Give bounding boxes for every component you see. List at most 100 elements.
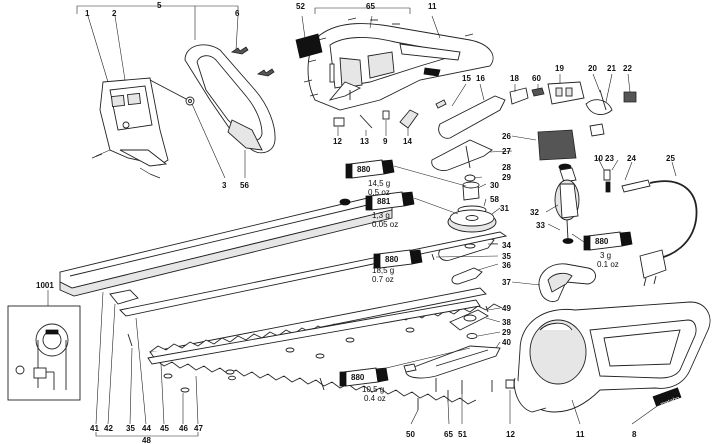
detail-box-1001 [7,305,81,401]
tube-4-qty-metric: 3 g [600,251,611,260]
label-27: 27 [502,147,511,156]
washer-29b [466,333,478,339]
label-31: 31 [500,204,509,213]
bearing-bracket-27 [431,139,493,171]
label-18: 18 [510,74,519,83]
label-32: 32 [530,208,539,217]
pin-9 [382,110,390,120]
label-29-low: 29 [502,328,511,337]
rating-label [295,33,323,59]
label-8: 8 [632,430,637,439]
switch-block-12b [505,379,515,389]
label-25: 25 [666,154,675,163]
label-65-top: 65 [366,2,375,11]
label-19: 19 [555,64,564,73]
tube-4-qty-imperial: 0.1 oz [597,260,619,269]
blade-nuts [127,327,415,393]
gear-housing-40 [403,345,501,379]
housing-half [307,23,494,111]
label-29-top: 29 [502,173,511,182]
grease-tube-2 [365,191,415,211]
label-22: 22 [623,64,632,73]
label-20: 20 [588,64,597,73]
label-47: 47 [194,424,203,433]
tube-5-qty-imperial: 0.4 oz [364,394,386,403]
label-51: 51 [458,430,467,439]
grease-tube-3 [373,249,423,269]
tube-5-qty-metric: 10,5 g [362,385,384,394]
rod-13 [359,114,373,129]
washer-29 [464,174,476,182]
label-37: 37 [502,278,511,287]
label-14: 14 [403,137,412,146]
plate-34 [438,235,495,261]
label-44: 44 [142,424,151,433]
cable-20 [585,99,613,115]
label-3: 3 [222,181,227,190]
part-36 [451,267,483,285]
label-35-mid: 35 [502,252,511,261]
label-28: 28 [502,163,511,172]
blade-sheath [59,194,393,297]
guard-37 [538,263,596,302]
tube-4-code: 880 [595,237,609,246]
label-10: 10 [594,154,603,163]
grease-tube-5 [339,367,389,387]
label-34: 34 [502,241,511,250]
label-1001: 1001 [36,281,54,290]
label-15: 15 [462,74,471,83]
part-18 [509,87,529,105]
label-45: 45 [160,424,169,433]
drive-gear [447,209,497,233]
switch-lever [435,95,506,139]
cutting-blades [147,287,503,405]
tube-1-qty-metric: 14,5 g [368,179,390,188]
label-50: 50 [406,430,415,439]
label-12-low: 12 [506,430,515,439]
stator-26 [537,129,577,161]
label-11-low: 11 [576,430,585,439]
top-brackets [76,5,411,40]
label-65-low: 65 [444,430,453,439]
tube-1-code: 880 [357,165,371,174]
springs [230,46,275,77]
end-cap-42 [109,289,139,305]
armature-32 [554,179,580,244]
tube-3-qty-metric: 18,5 g [372,266,394,275]
label-52: 52 [296,2,305,11]
label-2: 2 [112,9,117,18]
label-23: 23 [605,154,614,163]
grease-tube-1 [345,159,395,179]
label-5: 5 [157,1,162,10]
label-1: 1 [85,9,90,18]
trigger-14 [399,109,419,129]
label-36: 36 [502,261,511,270]
handle-cover-plate [91,77,169,179]
label-26: 26 [502,132,511,141]
tube-1-qty-imperial: 0.5 oz [368,188,390,197]
label-46: 46 [179,424,188,433]
label-16: 16 [476,74,485,83]
tube-2-code: 881 [377,197,391,206]
tube-3-qty-imperial: 0.7 oz [372,275,394,284]
bottom-screws [417,378,493,410]
label-58: 58 [490,195,499,204]
label-60: 60 [532,74,541,83]
tube-5-code: 880 [351,373,365,382]
label-9: 9 [383,137,388,146]
label-56: 56 [240,181,249,190]
label-40: 40 [502,338,511,347]
label-21: 21 [607,64,616,73]
label-41: 41 [90,424,99,433]
label-30: 30 [490,181,499,190]
label-42: 42 [104,424,113,433]
label-13: 13 [360,137,369,146]
label-49: 49 [502,304,511,313]
cable-clamp-23 [605,181,611,193]
front-bail-handle [149,44,276,154]
tube-3-code: 880 [385,255,399,264]
tube-2-qty-imperial: 0.05 oz [372,220,398,229]
label-24: 24 [627,154,636,163]
label-11-top: 11 [428,2,437,11]
